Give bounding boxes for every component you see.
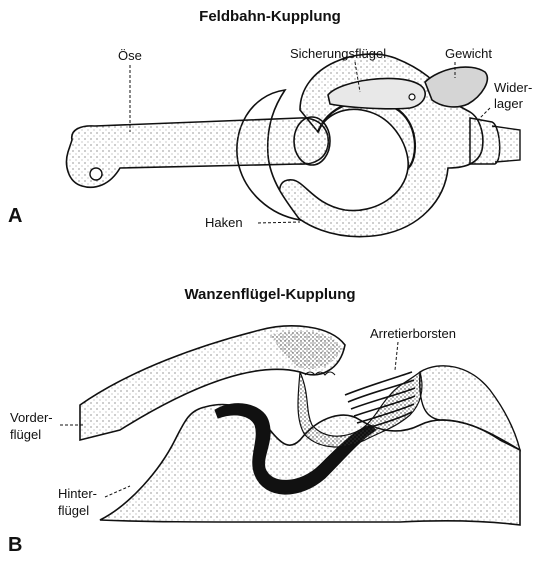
rail-coupling-drawing <box>67 54 520 237</box>
label-vorderfluegel-1: Vorder- <box>10 410 53 425</box>
bug-wing-coupling-drawing <box>60 326 520 525</box>
panel-b-letter: B <box>8 534 22 557</box>
panel-b-title: Wanzenflügel-Kupplung <box>150 286 390 303</box>
label-widerlager-2: lager <box>494 96 523 111</box>
label-widerlager-1: Wider- <box>494 80 532 95</box>
label-arretierborsten: Arretierborsten <box>370 326 456 341</box>
label-hinterfluegel-2: flügel <box>58 503 89 518</box>
panel-a-title: Feldbahn-Kupplung <box>170 8 370 25</box>
eye-bar <box>67 118 329 187</box>
label-vorderfluegel-2: flügel <box>10 427 41 442</box>
label-haken: Haken <box>205 215 243 230</box>
panel-a-letter: A <box>8 205 22 228</box>
weight <box>425 67 487 107</box>
label-hinterfluegel-1: Hinter- <box>58 486 97 501</box>
label-gewicht: Gewicht <box>445 46 492 61</box>
eye-hole <box>90 168 102 180</box>
label-oese: Öse <box>118 48 142 63</box>
label-sicherungsfluegel: Sicherungsflügel <box>290 46 386 61</box>
